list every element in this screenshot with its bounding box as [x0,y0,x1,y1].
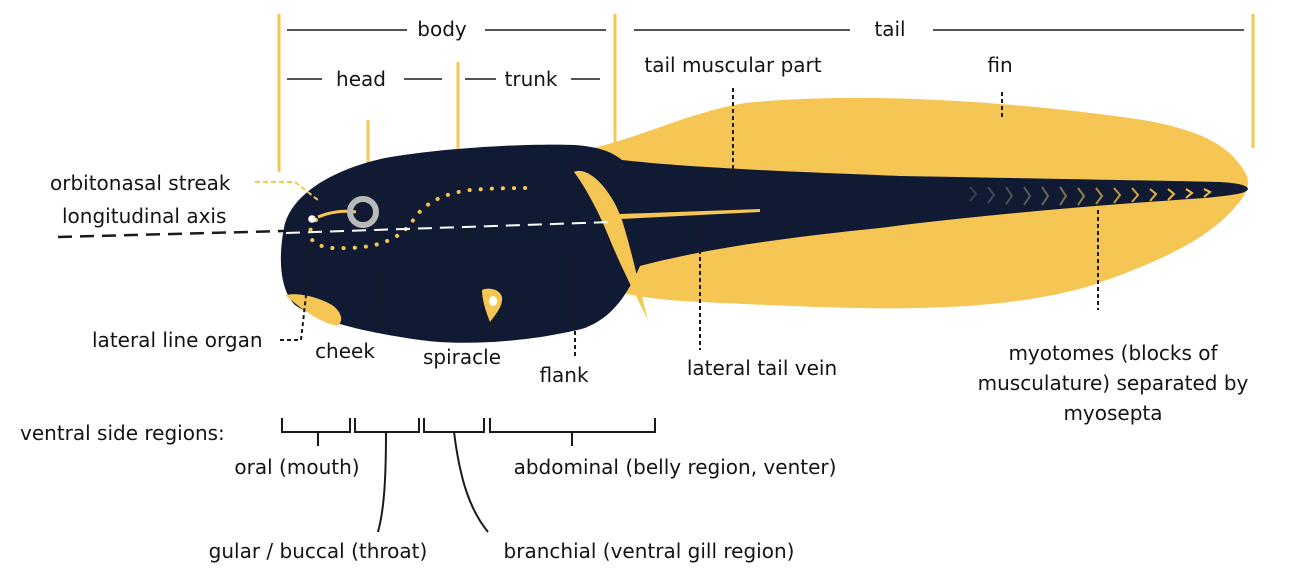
tail-muscular-part-label: tail muscular part [644,53,821,77]
myotomes-label-line1: myotomes (blocks of [1008,341,1218,365]
longitudinal-axis-label: longitudinal axis [62,204,226,228]
body-label: body [417,17,467,41]
spiracle-label: spiracle [423,345,501,369]
branchial-label: branchial (ventral gill region) [504,539,795,563]
orbitonasal-streak-label: orbitonasal streak [50,171,231,195]
lateral-line-organ-label: lateral line organ [92,328,263,352]
lateral-tail-vein-label: lateral tail vein [687,356,837,380]
myotomes-label-line3: myosepta [1063,401,1162,425]
fin-label: fin [987,53,1012,77]
branchial-leader [454,432,488,532]
oral-label: oral (mouth) [234,455,359,479]
abdominal-label: abdominal (belly region, venter) [514,455,837,479]
spiracle-opening [489,296,497,306]
gular-leader [378,432,386,532]
ventral-regions-title: ventral side regions: [20,421,225,445]
myotomes-label-line2: musculature) separated by [978,371,1249,395]
tadpole [58,98,1248,343]
trunk-label: trunk [505,67,558,91]
tail-label: tail [874,17,905,41]
longitudinal-axis-external [58,231,284,237]
branchial-bracket [424,418,484,432]
nostril [308,215,316,223]
gular-bracket [355,418,419,432]
abdominal-bracket [490,418,655,432]
gular-label: gular / buccal (throat) [209,539,428,563]
oral-bracket [282,418,350,432]
head-label: head [336,67,386,91]
flank-label: flank [539,363,589,387]
cheek-label: cheek [315,339,375,363]
